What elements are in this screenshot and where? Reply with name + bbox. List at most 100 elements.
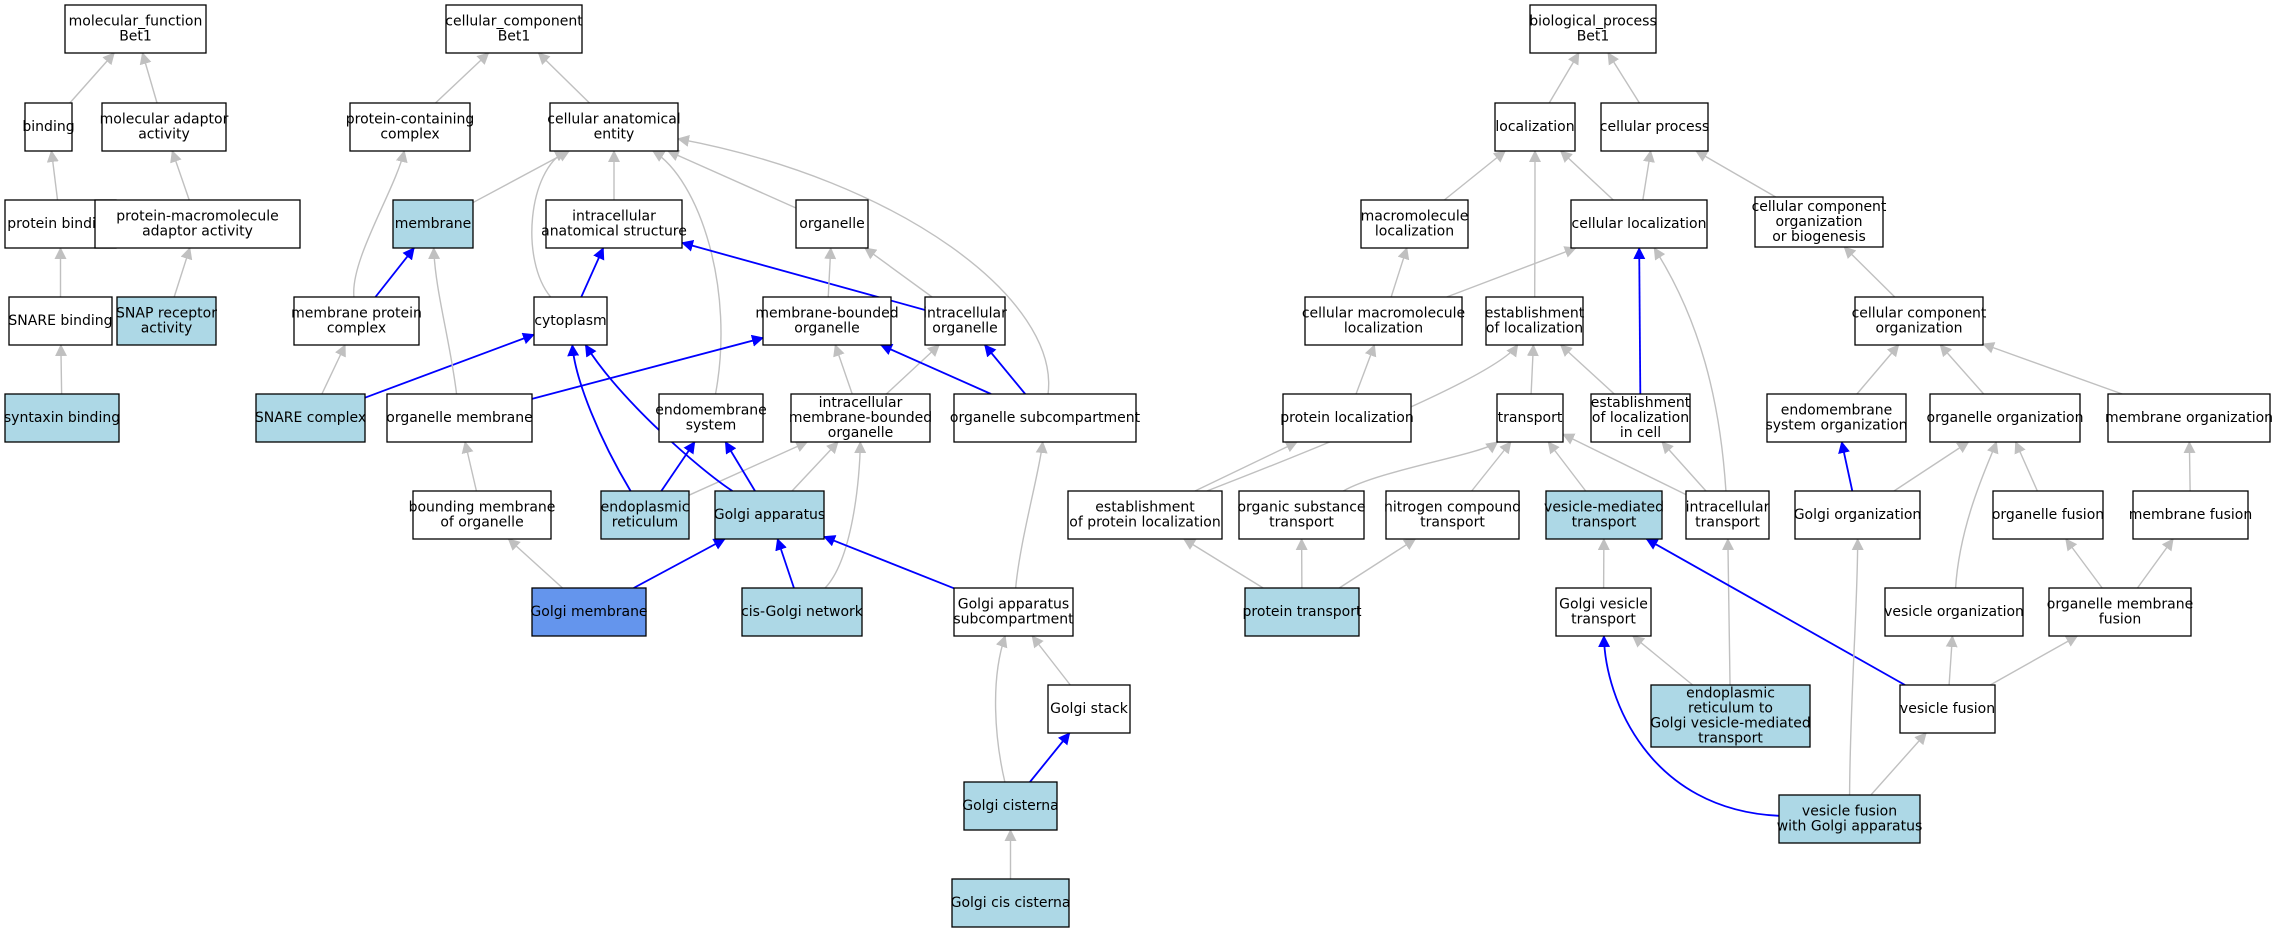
node-label: localization	[1375, 224, 1454, 240]
node-label: Bet1	[119, 29, 152, 45]
edges-layer	[46, 52, 2196, 879]
edge-imbo-to-io	[885, 344, 940, 395]
node-localization[interactable]: localization	[1494, 102, 1576, 152]
node-box	[1650, 684, 1811, 748]
node-protein_loc[interactable]: protein localization	[1280, 393, 1414, 443]
node-label: molecular_function	[69, 14, 203, 30]
edge-intracellular_transport-to-cell_loc	[1653, 247, 1727, 492]
node-organelle_org[interactable]: organelle organization	[1927, 393, 2084, 443]
node-label: Golgi cis cisterna	[951, 895, 1071, 911]
node-org_membrane[interactable]: organelle membrane	[386, 393, 533, 443]
node-cis_golgi[interactable]: cis-Golgi network	[741, 587, 864, 637]
node-cell_loc[interactable]: cellular localization	[1570, 199, 1708, 249]
node-box	[1884, 587, 2024, 637]
node-label: transport	[1695, 515, 1760, 531]
node-snare_complex[interactable]: SNARE complex	[255, 393, 366, 443]
node-membrane[interactable]: membrane	[392, 199, 474, 249]
node-label: cellular component	[1752, 199, 1887, 215]
node-box	[101, 102, 227, 152]
node-golgi_app[interactable]: Golgi apparatus	[714, 490, 825, 540]
node-label: cellular localization	[1572, 216, 1707, 232]
node-cytoplasm[interactable]: cytoplasm	[533, 296, 608, 346]
node-label: organelle membrane	[386, 410, 532, 426]
node-label: Golgi membrane	[530, 604, 647, 620]
node-label: binding	[22, 119, 74, 135]
node-syntaxin_binding[interactable]: syntaxin binding	[4, 393, 120, 443]
node-box	[953, 393, 1137, 443]
node-cellular_process[interactable]: cellular process	[1600, 102, 1709, 152]
node-transport[interactable]: transport	[1496, 393, 1564, 443]
node-membrane_org[interactable]: membrane organization	[2105, 393, 2273, 443]
edge-cae-to-cc	[537, 52, 590, 104]
node-label: membrane protein	[291, 306, 422, 322]
node-box	[1570, 199, 1708, 249]
node-box	[64, 4, 207, 54]
node-label: of localization	[1486, 321, 1583, 337]
node-label: system organization	[1765, 418, 1907, 434]
edge-cc_org_bio-to-cellular_process	[1695, 150, 1777, 198]
node-golgi_cisterna[interactable]: Golgi cisterna	[962, 781, 1059, 831]
node-binding[interactable]: binding	[22, 102, 75, 152]
node-vesicle_fusion[interactable]: vesicle fusion	[1899, 684, 1996, 734]
node-label: syntaxin binding	[4, 410, 120, 426]
edge-vesicle_fusion-to-org_membrane_fusion	[1989, 635, 2079, 686]
node-golgi_org[interactable]: Golgi organization	[1794, 490, 1922, 540]
node-golgi_cis_cisterna[interactable]: Golgi cis cisterna	[951, 878, 1071, 928]
node-org_subcomp[interactable]: organelle subcompartment	[950, 393, 1141, 443]
node-label: localization	[1344, 321, 1423, 337]
edge-cell_macro_loc-to-cell_loc	[1446, 246, 1577, 298]
node-label: cellular process	[1600, 119, 1709, 135]
edge-golgi_cisterna-to-golgi_subcomp	[994, 635, 1008, 783]
node-box	[762, 296, 892, 346]
node-membrane_fusion[interactable]: membrane fusion	[2129, 490, 2252, 540]
node-golgi_membrane[interactable]: Golgi membrane	[530, 587, 648, 637]
node-protein_transport[interactable]: protein transport	[1243, 587, 1362, 637]
node-golgi_stack[interactable]: Golgi stack	[1047, 684, 1131, 734]
node-label: complex	[327, 321, 386, 337]
node-label: endomembrane	[1781, 403, 1893, 419]
node-organelle_fusion[interactable]: organelle fusion	[1992, 490, 2104, 540]
node-label: SNARE complex	[255, 410, 366, 426]
edge-snap_receptor-to-pm_adaptor	[173, 247, 193, 298]
node-vesicle_org[interactable]: vesicle organization	[1884, 587, 2024, 637]
edge-est_loc_cell-to-est_loc	[1559, 344, 1615, 395]
node-box	[2107, 393, 2271, 443]
node-label: cellular component	[1852, 306, 1987, 322]
node-box	[1929, 393, 2081, 443]
node-snare_binding[interactable]: SNARE binding	[8, 296, 113, 346]
node-organelle[interactable]: organelle	[795, 199, 869, 249]
